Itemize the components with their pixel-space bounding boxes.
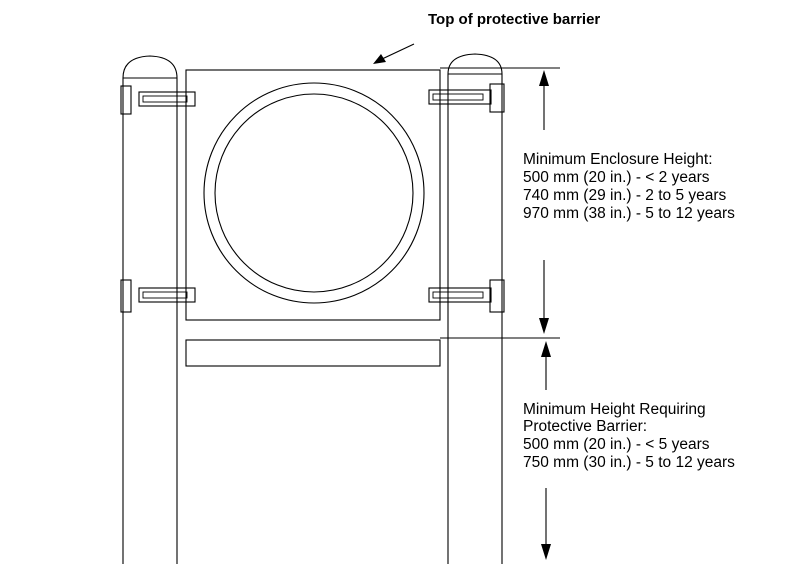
enclosure-line-2: 740 mm (29 in.) - 2 to 5 years	[523, 187, 727, 204]
enclosure-window-outer	[203, 82, 425, 304]
enclosure-line-1: 500 mm (20 in.) - < 2 years	[523, 169, 710, 186]
left-upper-clamp	[120, 85, 196, 115]
left-lower-clamp	[120, 279, 196, 313]
enclosure-line-3: 970 mm (38 in.) - 5 to 12 years	[523, 205, 735, 222]
barrier-line-1: 500 mm (20 in.) - < 5 years	[523, 436, 710, 453]
bottom-rail	[185, 339, 441, 367]
enclosure-panel	[185, 69, 441, 321]
top-of-barrier-label: Top of protective barrier	[428, 11, 600, 28]
enclosure-window-inner	[214, 93, 414, 293]
barrier-title-1: Minimum Height Requiring	[523, 401, 706, 418]
barrier-title-2: Protective Barrier:	[523, 418, 647, 435]
enclosure-height-arrow	[539, 70, 549, 334]
enclosure-height-text: Minimum Enclosure Height: 500 mm (20 in.…	[523, 151, 735, 222]
right-lower-clamp	[428, 279, 505, 313]
barrier-height-text: Minimum Height Requiring Protective Barr…	[523, 401, 735, 471]
right-upper-clamp	[428, 83, 505, 113]
top-pointer-arrow	[373, 43, 415, 64]
left-post	[120, 55, 196, 564]
barrier-height-arrow	[541, 341, 551, 560]
barrier-line-2: 750 mm (30 in.) - 5 to 12 years	[523, 454, 735, 471]
enclosure-title: Minimum Enclosure Height:	[523, 151, 713, 168]
right-post	[428, 53, 505, 564]
